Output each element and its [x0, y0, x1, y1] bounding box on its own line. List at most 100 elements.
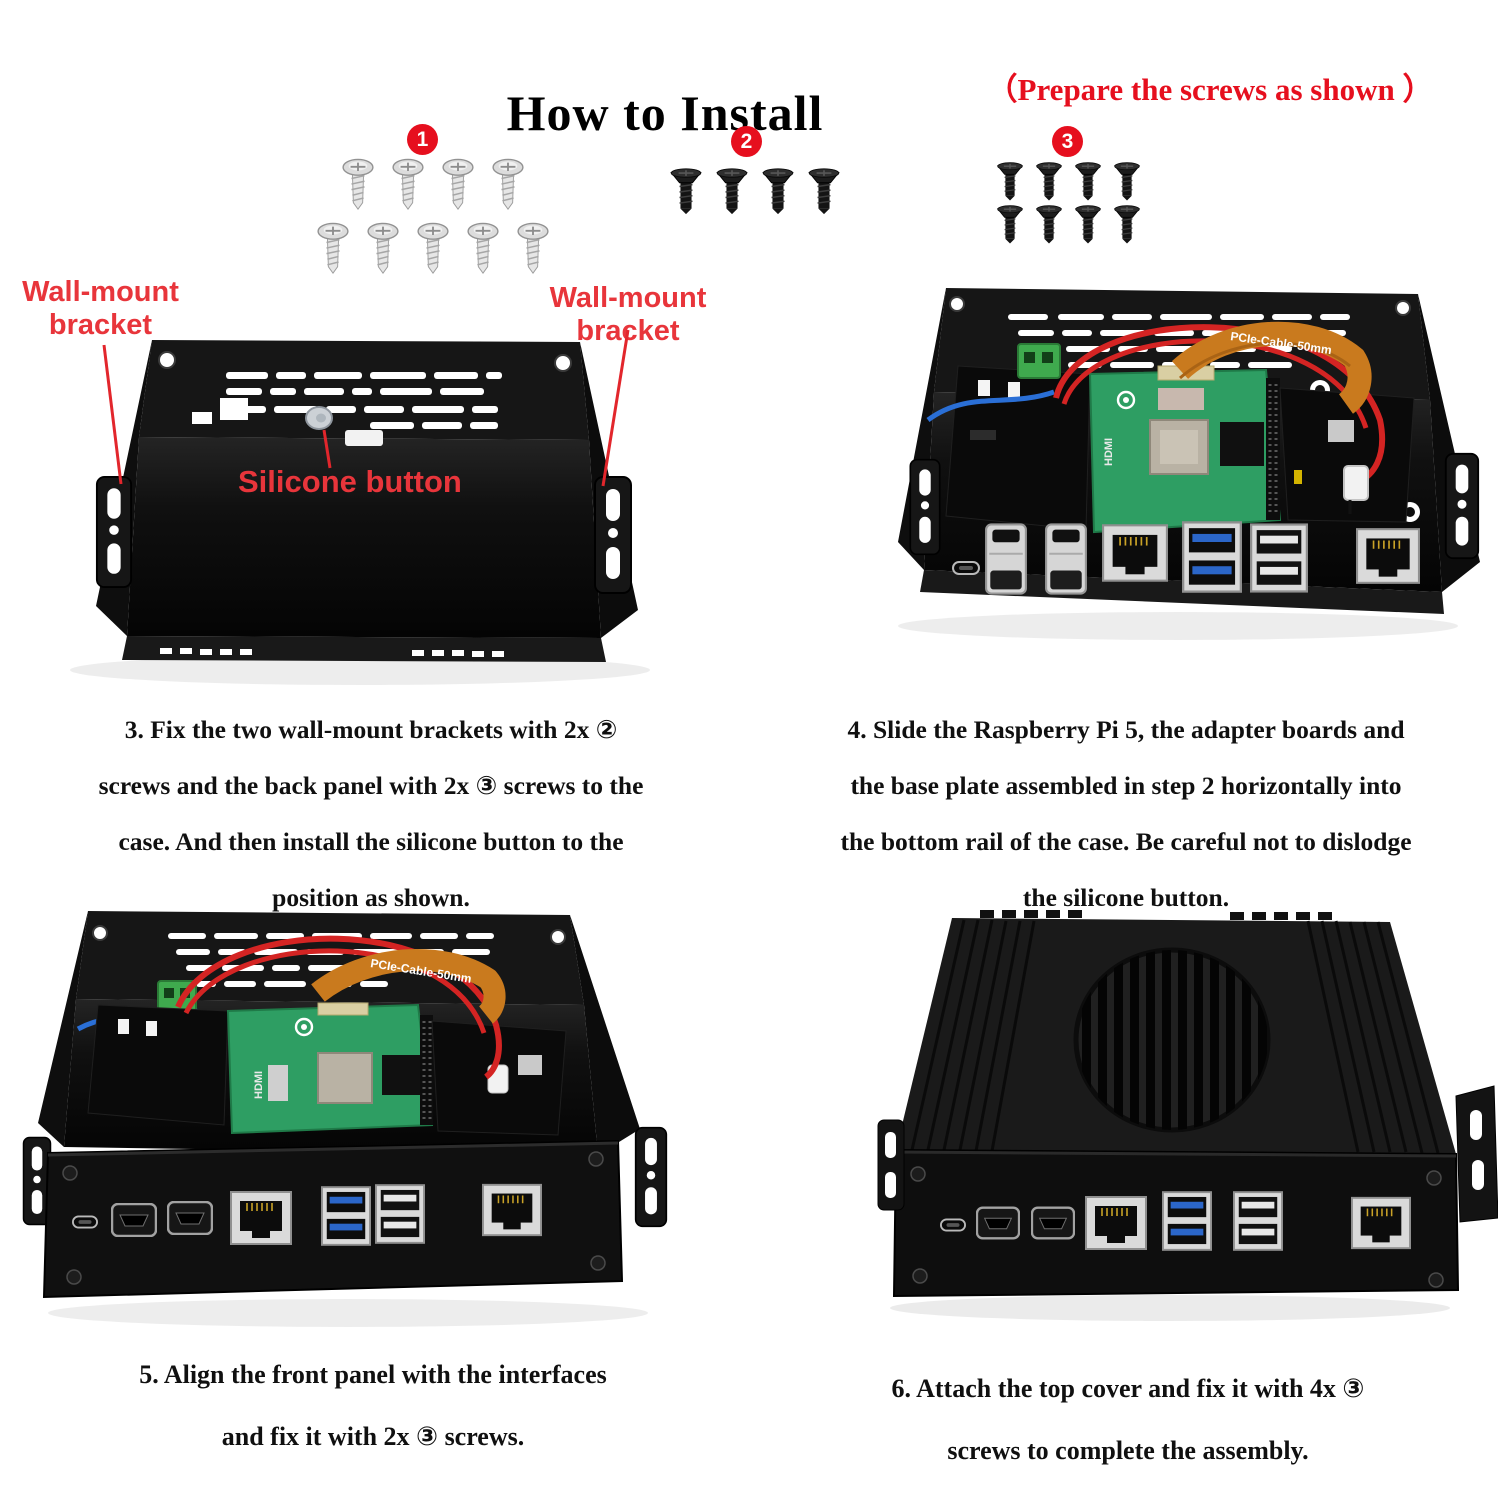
screw-icon: [1113, 162, 1141, 202]
screw-icon: [808, 168, 840, 216]
wall-mount-bracket-left: [877, 1119, 905, 1211]
step-line: the silicone button.: [1022, 883, 1230, 912]
screw-icon: [417, 222, 449, 275]
step-4-text: 4. Slide the Raspberry Pi 5, the adapter…: [758, 702, 1494, 926]
usb2-ports: [1233, 1191, 1283, 1251]
usb-c-port: [72, 1215, 98, 1229]
screw-icon: [716, 168, 748, 216]
usb2-ports: [1250, 523, 1308, 593]
screw-group-1-badge: 1: [407, 124, 438, 155]
raspberry-pi-board: HDMI: [226, 1002, 434, 1135]
usb3-ports: [1162, 1191, 1212, 1251]
step-line: 4. Slide the Raspberry Pi 5, the adapter…: [847, 715, 1405, 744]
screw-icon: [762, 168, 794, 216]
power-plug: [1343, 465, 1369, 514]
step-3-text: 3. Fix the two wall-mount brackets with …: [15, 702, 727, 926]
raspberry-pi-logo: [294, 1017, 314, 1037]
screw-group-2-badge: 2: [731, 126, 762, 157]
silicone-button: [305, 406, 383, 446]
wall-mount-bracket-right: [1455, 1085, 1498, 1223]
label-line: Wall-mount: [22, 276, 179, 308]
hdmi-port: [111, 1203, 157, 1237]
wall-mount-bracket-right: [593, 475, 633, 595]
hdmi-port: [1045, 523, 1087, 595]
step-line: screws to complete the assembly.: [947, 1436, 1309, 1465]
step-line: case. And then install the silicone butt…: [118, 827, 624, 856]
screw-icon: [442, 158, 474, 211]
gpio-header: [1266, 378, 1280, 520]
screw-icon: [392, 158, 424, 211]
hdmi-port: [985, 523, 1027, 595]
panel-screws: [910, 1166, 1444, 1288]
page-title: How to Install: [506, 84, 824, 141]
shadow: [70, 655, 650, 685]
hdmi-port: [167, 1201, 213, 1235]
blue-cable: [926, 389, 1055, 423]
label-line: Wall-mount: [549, 282, 707, 314]
pi-hdmi-shield: [268, 1065, 288, 1101]
gpio-header: [420, 1015, 433, 1125]
usb-c-port: [940, 1218, 966, 1232]
ethernet-port: [1351, 1196, 1411, 1250]
screw-icon: [1074, 162, 1102, 202]
black-screws-group-2: [660, 168, 850, 216]
photo-step4-pi-in-tray: HDMI PCIe-Cable-50mm: [858, 270, 1498, 672]
rear-vent-notches: [980, 910, 1332, 920]
screw-icon: [996, 205, 1024, 245]
usb-c-port: [952, 560, 980, 576]
screw-group-3-badge: 3: [1052, 126, 1083, 157]
vent-slots: [160, 372, 504, 657]
black-screws-group-3: [986, 162, 1151, 245]
hdmi-port: [1031, 1206, 1075, 1240]
hdmi-port: [976, 1206, 1020, 1240]
top-cover: [896, 918, 1456, 1154]
usb2-ports: [375, 1184, 425, 1244]
label-line: bracket: [48, 309, 153, 341]
step-line: 5. Align the front panel with the interf…: [139, 1360, 607, 1389]
panel-screws: [62, 1151, 606, 1285]
screw-icon: [492, 158, 524, 211]
shadow: [48, 1299, 648, 1327]
screw-icon: [1113, 205, 1141, 245]
silver-screws-group: [308, 158, 558, 276]
step-line: 6. Attach the top cover and fix it with …: [891, 1374, 1365, 1403]
screw-icon: [367, 222, 399, 275]
screw-row: [994, 205, 1143, 245]
step-6-text: 6. Attach the top cover and fix it with …: [758, 1358, 1498, 1482]
prepare-screws-note: （Prepare the screws as shown ）: [986, 72, 1434, 107]
pi-hdmi-silkscreen: HDMI: [253, 1071, 265, 1099]
usb3-ports: [321, 1186, 371, 1246]
terminal-block: [1017, 343, 1061, 379]
ethernet-port: [1356, 527, 1420, 585]
step-line: the bottom rail of the case. Be careful …: [840, 827, 1412, 856]
adapter-board-right: [1279, 387, 1415, 523]
screw-row: [994, 162, 1143, 202]
wall-mount-bracket-right: [634, 1126, 668, 1228]
step-line: position as shown.: [272, 883, 470, 912]
step-line: the base plate assembled in step 2 horiz…: [850, 771, 1402, 800]
shadow: [898, 612, 1458, 640]
fan-grille: [1073, 947, 1271, 1133]
wall-mount-bracket-label-left: Wall-mount bracket: [8, 276, 193, 342]
wall-mount-bracket-left: [95, 475, 133, 589]
screw-row: [338, 158, 528, 212]
ethernet-port: [1085, 1196, 1147, 1250]
wall-mount-bracket-label-right: Wall-mount bracket: [538, 282, 718, 348]
front-panel: [42, 1139, 624, 1299]
callout-lines: [102, 329, 630, 487]
step-line: screws and the back panel with 2x ③ scre…: [98, 771, 644, 800]
screw-icon: [1035, 162, 1063, 202]
shadow: [890, 1295, 1450, 1321]
photo-step6-assembled-case: [860, 888, 1498, 1326]
screw-icon: [670, 168, 702, 216]
pi-hdmi-silkscreen: HDMI: [1103, 438, 1115, 466]
wall-mount-bracket-right: [1444, 452, 1480, 560]
ethernet-port: [1102, 523, 1168, 583]
screw-row: [313, 222, 553, 276]
silicone-button-label: Silicone button: [238, 464, 462, 499]
adapter-board-left: [87, 1004, 229, 1126]
step-line: and fix it with 2x ③ screws.: [221, 1422, 525, 1451]
screw-icon: [342, 158, 374, 211]
usb3-ports: [1182, 520, 1242, 594]
